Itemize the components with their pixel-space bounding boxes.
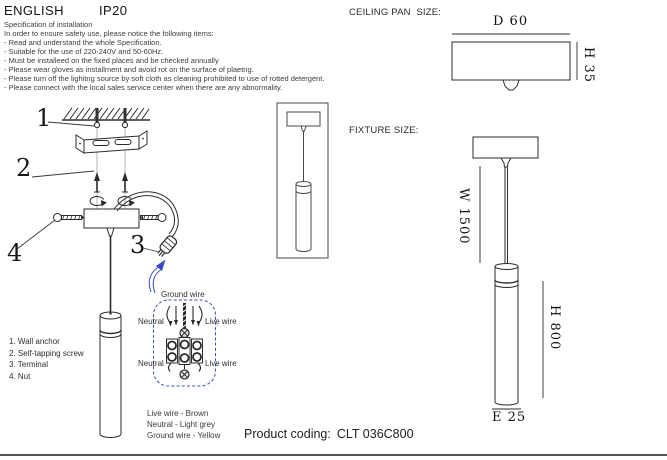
spec-item: - Please connect with the local sales se… bbox=[4, 83, 283, 92]
ceiling-hatch bbox=[62, 107, 150, 121]
wiring-diagram bbox=[148, 259, 216, 387]
spec-item: - Please tum off the lighitng source by … bbox=[4, 74, 325, 83]
dim-ceiling-pan-height: H 35 bbox=[581, 47, 596, 84]
neutral-label-top: Neutral bbox=[138, 317, 164, 326]
power-cable bbox=[113, 191, 179, 238]
legend-neutral: Neutral - Light grey bbox=[147, 420, 216, 429]
canopy-screw-left bbox=[53, 213, 85, 222]
neutral-label-bottom: Neutral bbox=[138, 359, 164, 368]
pendant-tube bbox=[99, 311, 122, 438]
terminal-block bbox=[166, 337, 203, 365]
product-coding: Product coding: CLT 036C800 bbox=[244, 427, 414, 441]
callout-4: 4 bbox=[7, 239, 23, 267]
spec-title: Specification of installation bbox=[4, 20, 93, 29]
wall-anchor-right bbox=[121, 108, 129, 129]
wall-anchor-left bbox=[93, 108, 101, 129]
product-coding-value: CLT 036C800 bbox=[336, 427, 414, 441]
ground-wire-label: Ground wire bbox=[161, 290, 205, 299]
canopy-screw-right bbox=[140, 213, 167, 222]
callout-2: 2 bbox=[16, 154, 32, 182]
parts-list-item: 3. Terminal bbox=[9, 360, 48, 369]
mounting-screw-left bbox=[94, 172, 100, 193]
legend-ground-wire: Ground wire - Yellow bbox=[147, 431, 221, 440]
legend-live-wire: Live wire - Brown bbox=[147, 409, 209, 418]
callout-1: 1 bbox=[36, 104, 52, 132]
power-plug bbox=[157, 235, 178, 257]
ceiling-pan-size-label: CEILING PAN SIZE: bbox=[349, 7, 442, 18]
mounting-screw-right bbox=[122, 172, 128, 193]
wire-color-legend: Live wire - Brown Neutral - Light grey G… bbox=[147, 408, 220, 441]
rotation-arrow-right bbox=[117, 196, 135, 207]
fixture-drawing bbox=[472, 136, 544, 410]
canopy bbox=[83, 208, 140, 237]
product-coding-label: Product coding: bbox=[244, 427, 331, 441]
parts-list-item: 1. Wall anchor bbox=[9, 337, 60, 346]
mounting-bracket bbox=[75, 130, 148, 154]
callout-3: 3 bbox=[130, 231, 146, 259]
ground-wire-striped bbox=[182, 303, 187, 328]
wiring-dashed-outline bbox=[153, 299, 216, 387]
dim-suspension-length: W 1500 bbox=[456, 188, 471, 245]
parts-list-item: 2. Self-tapping screw bbox=[9, 348, 84, 358]
callout-leaders bbox=[16, 121, 160, 253]
terminal-screw-top-icon bbox=[179, 327, 190, 339]
spec-block: Specification of installation In order t… bbox=[4, 20, 324, 92]
dim-ceiling-pan-diameter: D 60 bbox=[493, 14, 529, 29]
wire-insert-arrows bbox=[166, 305, 203, 327]
spec-item: - Suitable for the use of 220-240V and 5… bbox=[4, 47, 164, 56]
dim-body-diameter: E 25 bbox=[492, 410, 527, 425]
ip-rating-label: IP20 bbox=[99, 3, 128, 18]
parts-list-item: 4. Nut bbox=[9, 371, 31, 381]
parts-list: 1. Wall anchor 2. Self-tapping screw 3. … bbox=[9, 336, 84, 382]
terminal-screw-bottom-icon bbox=[179, 369, 190, 380]
spec-item: - Must be installeed on the fixed places… bbox=[4, 56, 219, 65]
fixture-size-label: FIXTURE SIZE: bbox=[349, 125, 419, 136]
spec-item: - Please wear gloves as installment and … bbox=[4, 65, 254, 74]
page-language-label: ENGLISH bbox=[4, 3, 64, 18]
ceiling-pan-drawing bbox=[451, 33, 578, 91]
fixture-thumbnail bbox=[276, 102, 329, 259]
dim-body-height: H 800 bbox=[547, 305, 562, 351]
spec-intro: In order to ensure safety use, please no… bbox=[4, 29, 214, 38]
live-wire-label-bottom: Live wire bbox=[205, 359, 237, 368]
terminal-wire-stubs bbox=[168, 362, 201, 372]
live-wire-label-top: Live wire bbox=[205, 317, 237, 326]
spec-item: - Read and understand the whole Specific… bbox=[4, 38, 162, 47]
ground-arrow-icon bbox=[148, 259, 166, 294]
rotation-arrow-left bbox=[89, 196, 107, 207]
